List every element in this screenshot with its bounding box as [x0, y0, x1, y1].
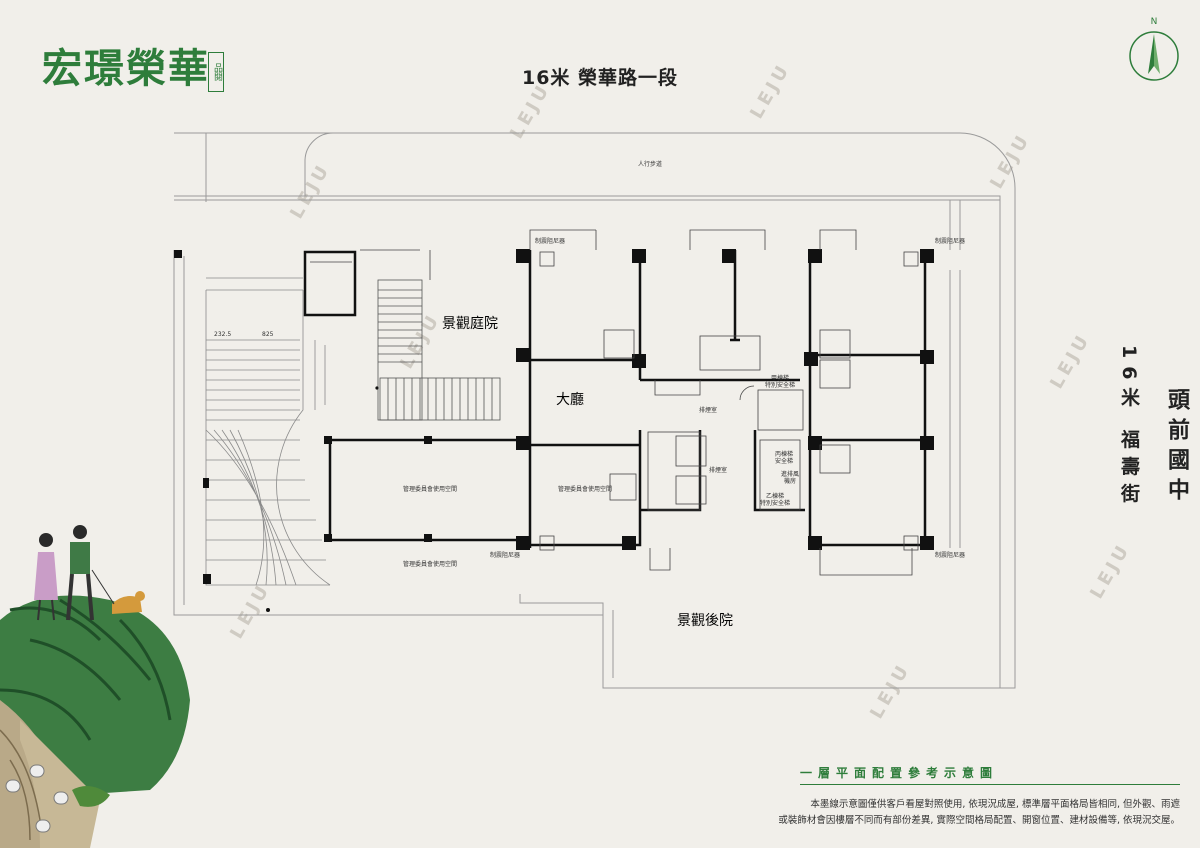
watermark: LEJU — [286, 159, 335, 222]
brand-seal: 品閱 — [208, 52, 224, 92]
back-garden-label: 景觀後院 — [677, 613, 733, 629]
smoke-room-label: 排煙室 — [709, 466, 727, 474]
stair-c-label: 乙棟梯特別安全梯 — [760, 492, 790, 507]
footer-divider — [800, 784, 1180, 785]
vibration-damper-label: 制震阻尼器 — [935, 237, 965, 245]
tree-illustration — [0, 595, 190, 848]
school-label: 頭前國中 — [1164, 388, 1189, 508]
watermark: LEJU — [396, 309, 445, 372]
top-road-label: 16米 榮華路一段 — [521, 67, 679, 89]
watermark: LEJU — [746, 59, 795, 122]
stair-a-label: 甲棟梯特別安全梯 — [765, 374, 795, 389]
smoke-room-label: 排煙室 — [699, 406, 717, 414]
sidewalk-label: 人行步道 — [638, 160, 662, 168]
vibration-damper-label: 制震阻尼器 — [535, 237, 565, 245]
couple-illustration — [34, 525, 145, 621]
compass-label: N — [1151, 17, 1158, 27]
dimension-label: 232.5 — [214, 331, 231, 338]
fan-room-label: 進排風機房 — [781, 470, 799, 485]
dimension-label: 825 — [262, 331, 274, 338]
brand-logo: 宏璟榮華 — [42, 45, 210, 92]
disclaimer-line-2: 或裝飾材會因樓層不同而有部份差異, 實際空間格局配置、開窗位置、建材設備等, 依… — [778, 815, 1180, 826]
side-road-label: 16米 福壽街 — [1118, 345, 1140, 511]
mgmt-space-bottom: 管理委員會使用空間 — [403, 560, 457, 568]
watermark: LEJU — [866, 659, 915, 722]
vibration-damper-label: 制震阻尼器 — [935, 551, 965, 559]
mgmt-space-left: 管理委員會使用空間 — [403, 485, 457, 493]
watermark: LEJU — [1086, 539, 1135, 602]
disclaimer-line-1: 本墨線示意圖僅供客戶看屋對照使用, 依現況成屋, 標準層平面格局皆相同, 但外觀… — [810, 799, 1180, 810]
watermark: LEJU — [986, 129, 1035, 192]
vibration-damper-label: 制震阻尼器 — [490, 551, 520, 559]
watermark: LEJU — [1046, 329, 1095, 392]
lobby-label: 大廳 — [556, 391, 584, 408]
stair-b-label: 丙棟梯安全梯 — [775, 450, 793, 465]
garden-label: 景觀庭院 — [442, 315, 498, 332]
north-arrow-icon: N — [1129, 17, 1179, 81]
footer-title: 一層平面配置參考示意圖 — [800, 766, 999, 780]
mgmt-space-mid: 管理委員會使用空間 — [558, 485, 612, 493]
